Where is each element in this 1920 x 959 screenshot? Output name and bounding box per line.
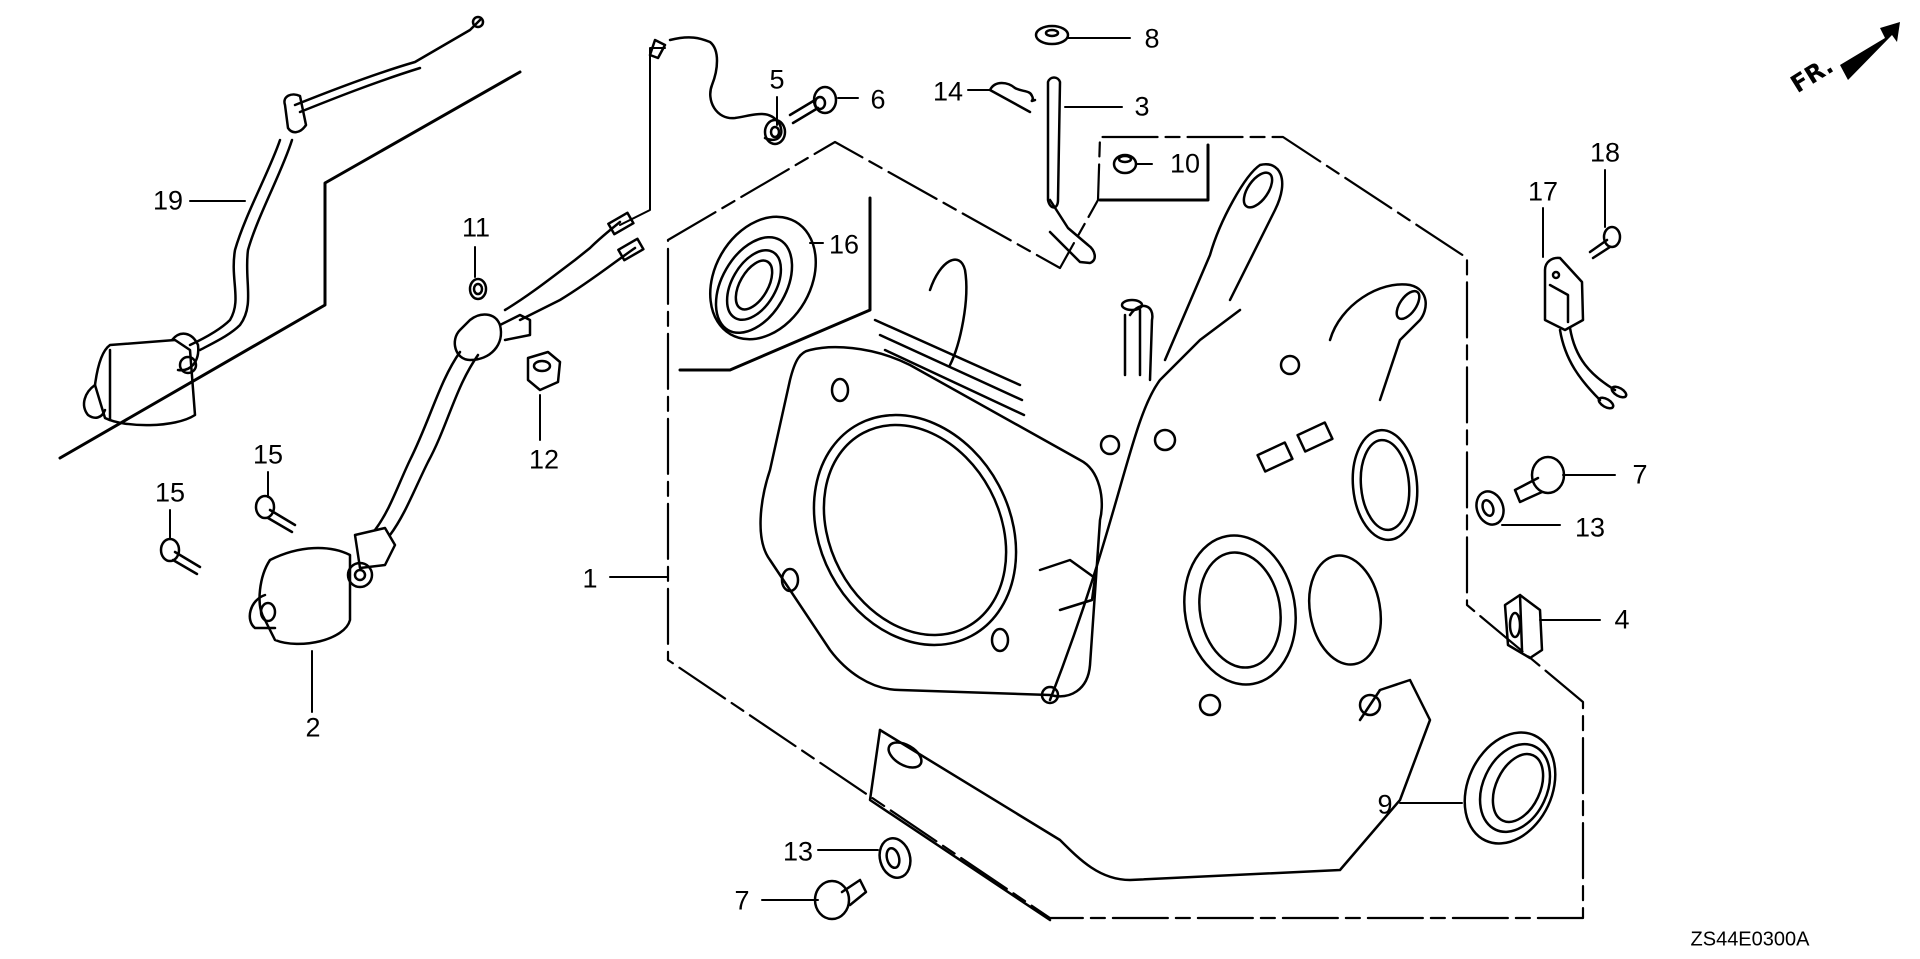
callout-13-bottom[interactable]: 13 [782, 836, 814, 867]
part-7-flange-bolt-bottom[interactable] [813, 878, 868, 921]
leader-lines [169, 37, 1616, 901]
part-12-cap-nut[interactable] [526, 350, 562, 392]
front-direction-arrow-icon [1840, 22, 1900, 80]
callout-1[interactable]: 1 [582, 563, 598, 594]
part-2-oil-level-switch[interactable] [248, 36, 787, 646]
part-16-ball-bearing-inset[interactable] [678, 196, 872, 372]
callout-7-right[interactable]: 7 [1632, 459, 1648, 490]
part-13-washer-right[interactable] [1472, 488, 1508, 529]
callout-4[interactable]: 4 [1614, 604, 1630, 635]
callout-5[interactable]: 5 [769, 64, 785, 95]
part-15-bolt-b[interactable] [159, 537, 202, 576]
callout-2[interactable]: 2 [305, 712, 321, 743]
callout-19[interactable]: 19 [152, 185, 184, 216]
callout-8[interactable]: 8 [1144, 23, 1160, 54]
callout-15-b[interactable]: 15 [154, 477, 186, 508]
part-7-flange-bolt-right[interactable] [1513, 455, 1566, 504]
callout-16[interactable]: 16 [828, 229, 860, 260]
callout-10[interactable]: 10 [1169, 148, 1201, 179]
part-17-sensor-unit[interactable] [1543, 256, 1628, 411]
part-1-cylinder-barrel[interactable] [759, 162, 1432, 922]
callout-15-a[interactable]: 15 [252, 439, 284, 470]
part-19-oil-level-switch-alt[interactable] [82, 15, 485, 427]
callout-14[interactable]: 14 [932, 76, 964, 107]
callout-3[interactable]: 3 [1134, 91, 1150, 122]
callout-7-bottom[interactable]: 7 [734, 885, 750, 916]
part-9-oil-seal[interactable] [1447, 718, 1572, 859]
part-11-washer[interactable] [468, 277, 488, 301]
part-3-governor-shaft[interactable] [1046, 76, 1096, 265]
callout-13-right[interactable]: 13 [1574, 512, 1606, 543]
assembly-dashed-boundary [666, 135, 1585, 920]
callout-9[interactable]: 9 [1377, 789, 1393, 820]
part-4-grommet[interactable] [1503, 593, 1544, 660]
callout-6[interactable]: 6 [870, 84, 886, 115]
part-6-flange-bolt[interactable] [788, 85, 838, 125]
callout-11[interactable]: 11 [461, 212, 491, 243]
part-15-bolt-a[interactable] [254, 494, 297, 534]
part-13-washer-bottom[interactable] [875, 835, 914, 881]
part-8-washer[interactable] [1034, 24, 1070, 46]
part-18-bolt[interactable] [1588, 225, 1622, 260]
part-14-pin-clip[interactable] [988, 81, 1037, 114]
callout-12[interactable]: 12 [528, 444, 560, 475]
callout-18[interactable]: 18 [1589, 137, 1621, 168]
callout-17[interactable]: 17 [1527, 176, 1559, 207]
diagram-code: ZS44E0300A [1690, 928, 1810, 951]
